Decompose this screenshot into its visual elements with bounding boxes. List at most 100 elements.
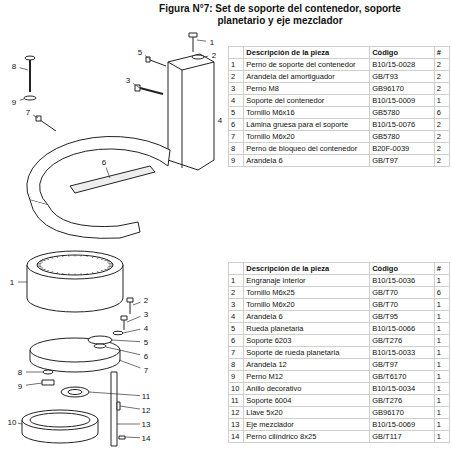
- table-cell: B10/15-0034: [370, 383, 434, 395]
- callout-number: 3: [125, 76, 131, 85]
- table-cell: B10/15-0066: [370, 323, 434, 335]
- table-cell: Soporte de rueda planetaria: [244, 347, 370, 359]
- table-cell: 4: [229, 95, 244, 107]
- table-cell: 8: [229, 359, 244, 371]
- callout-number: 8: [17, 368, 23, 377]
- table-cell: 1: [229, 275, 244, 287]
- header-row: Descripción de la piezaCódigo#: [229, 263, 450, 275]
- table-row: 1Engranaje interiorB10/15-00361: [229, 275, 450, 287]
- table-cell: Eje mezclador: [244, 419, 370, 431]
- table-cell: Tornillo M6x20: [244, 131, 370, 143]
- planet-gear: [88, 336, 112, 344]
- table-cell: Soporte 6203: [244, 335, 370, 347]
- leader-line: [120, 406, 140, 409]
- support-arm: [27, 136, 170, 205]
- table-row: 6Lámina gruesa para el soporteB10/15-007…: [229, 119, 450, 131]
- table-cell: 2: [434, 143, 449, 155]
- table-cell: B20F-0039: [370, 143, 434, 155]
- empty-cell: [229, 47, 244, 59]
- table-row: 8Arandela 12GB/T971: [229, 359, 450, 371]
- leader-line: [26, 372, 43, 373]
- thick-plate: [70, 166, 155, 193]
- table-row: 1Perno de soporte del contenedorB10/15-0…: [229, 59, 450, 71]
- table-cell: 1: [434, 347, 449, 359]
- table-cell: Rueda planetaria: [244, 323, 370, 335]
- leader-line: [145, 55, 150, 59]
- leader-line: [133, 83, 140, 88]
- callout-number: 4: [143, 324, 149, 333]
- table-cell: 4: [229, 311, 244, 323]
- table-cell: 1: [434, 395, 449, 407]
- table-cell: GB/T70: [370, 299, 434, 311]
- callout-number: 10: [7, 418, 18, 427]
- leader-line: [133, 302, 140, 305]
- leader-line: [106, 347, 140, 355]
- table-cell: Tornillo M6x25: [244, 287, 370, 299]
- callout-number: 8: [11, 62, 17, 71]
- leader-line: [204, 56, 208, 58]
- mixer-shaft: [111, 372, 117, 446]
- table-cell: 1: [434, 431, 449, 443]
- table-cell: 2: [434, 131, 449, 143]
- table-cell: Perno de bloqueo del contenedor: [244, 143, 370, 155]
- table-row: 7Tornillo M6x20GB57802: [229, 131, 450, 143]
- table-cell: 5: [229, 107, 244, 119]
- container-support: [168, 54, 214, 170]
- callout-number: 1: [9, 278, 15, 287]
- leader-line: [197, 40, 206, 41]
- table-row: 3Tornillo M6x20GB/T701: [229, 299, 450, 311]
- table-cell: 14: [229, 431, 244, 443]
- table-row: 2Tornillo M6x25GB/T706: [229, 287, 450, 299]
- table-cell: 2: [229, 71, 244, 83]
- callout-number: 1: [209, 38, 215, 47]
- table-cell: GB/T97: [370, 359, 434, 371]
- callout-number: 7: [143, 366, 149, 375]
- table-cell: 5: [229, 323, 244, 335]
- table-cell: 8: [229, 143, 244, 155]
- callout-number: 9: [11, 98, 17, 107]
- table-cell: 12: [229, 407, 244, 419]
- header-cell: #: [434, 47, 449, 59]
- table-cell: B10/15-0028: [370, 59, 434, 71]
- table-cell: Soporte 6004: [244, 395, 370, 407]
- table-cell: 2: [229, 287, 244, 299]
- leader-line: [26, 383, 42, 385]
- leader-line: [123, 329, 140, 333]
- table-cell: 1: [434, 371, 449, 383]
- table-cell: GB5780: [370, 131, 434, 143]
- table-row: 14Perno cilíndrico 8x25GB/T1171: [229, 431, 450, 443]
- table-cell: 13: [229, 419, 244, 431]
- table-cell: 1: [434, 335, 449, 347]
- table-cell: Arandela 12: [244, 359, 370, 371]
- callout-number: 14: [141, 434, 152, 443]
- table-cell: Lámina gruesa para el soporte: [244, 119, 370, 131]
- table-cell: GB5780: [370, 107, 434, 119]
- table-cell: 1: [434, 323, 449, 335]
- table-row: 9Arandela 6GB/T972: [229, 155, 450, 167]
- leader-line: [106, 168, 110, 178]
- table-cell: 1: [229, 59, 244, 71]
- header-cell: Descripción de la pieza: [244, 47, 370, 59]
- table-cell: 1: [434, 407, 449, 419]
- callout-number: 3: [143, 310, 149, 319]
- table-row: 7Soporte de rueda planetariaB10/15-00331: [229, 347, 450, 359]
- header-cell: #: [434, 263, 449, 275]
- table-cell: 9: [229, 155, 244, 167]
- table-row: 13Eje mezcladorB10/15-00691: [229, 419, 450, 431]
- parts-table: Descripción de la piezaCódigo#1Perno de …: [228, 46, 450, 167]
- leader-line: [33, 115, 38, 118]
- table-row: 6Soporte 6203GB/T2761: [229, 335, 450, 347]
- table-cell: GB/T117: [370, 431, 434, 443]
- table-cell: Anillo decorativo: [244, 383, 370, 395]
- table-row: 12Llave 5x20GB961701: [229, 407, 450, 419]
- table-cell: 1: [434, 311, 449, 323]
- callout-number: 4: [217, 116, 223, 125]
- table-cell: 10: [229, 383, 244, 395]
- table-cell: GB/T276: [370, 335, 434, 347]
- table-cell: 9: [229, 371, 244, 383]
- table-cell: 1: [434, 359, 449, 371]
- table-cell: 7: [229, 347, 244, 359]
- table-cell: GB/T70: [370, 287, 434, 299]
- table-row: 2Arandela del amortiguadorGB/T932: [229, 71, 450, 83]
- table-row: 4Arandela 6GB/T951: [229, 311, 450, 323]
